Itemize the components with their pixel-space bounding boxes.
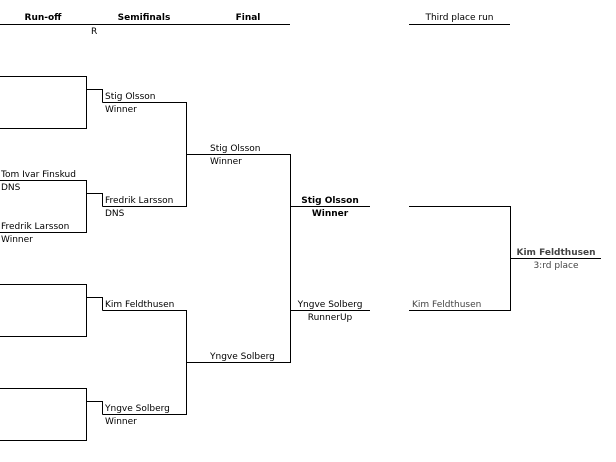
runoff-2-bottom-status: Winner: [1, 235, 33, 245]
runoff-connector-1: [86, 89, 103, 103]
semifinal-1-status: Winner: [105, 105, 137, 115]
semifinal-4-status: Winner: [105, 417, 137, 427]
semifinal-bracket-top: [102, 102, 187, 207]
third-place-result-status: 3:rd place: [533, 261, 579, 271]
semifinal-2-status: DNS: [105, 209, 125, 219]
third-place-entrant-name: Kim Feldthusen: [412, 300, 482, 310]
runnerup-name: Yngve Solberg: [297, 300, 363, 310]
final-bracket: [186, 154, 291, 363]
runoff-box-4: [0, 388, 87, 441]
runoff-2-top-name: Tom Ivar Finskud: [1, 170, 76, 180]
runoff-connector-2: [86, 193, 103, 207]
semifinal-1-name: Stig Olsson: [105, 92, 156, 102]
runoff-box-2: [0, 180, 87, 233]
third-place-bracket: [409, 206, 511, 311]
header-runoff: Run-off: [24, 13, 62, 23]
runoff-connector-4: [86, 401, 103, 415]
header-semifinals: Semifinals: [117, 13, 171, 23]
final-2-name: Yngve Solberg: [210, 352, 275, 362]
champion-name: Stig Olsson: [301, 196, 359, 206]
semifinal-bracket-bottom: [102, 310, 187, 415]
semifinal-4-name: Yngve Solberg: [105, 404, 170, 414]
r-mark: R: [91, 27, 98, 37]
semifinal-2-name: Fredrik Larsson: [105, 196, 174, 206]
runnerup-status: RunnerUp: [307, 313, 353, 323]
semifinal-3-name: Kim Feldthusen: [105, 300, 175, 310]
final-1-name: Stig Olsson: [210, 144, 261, 154]
runoff-box-1: [0, 76, 87, 129]
champion-status: Winner: [311, 209, 349, 219]
third-place-result-name: Kim Feldthusen: [516, 248, 596, 258]
runoff-connector-3: [86, 297, 103, 311]
final-1-status: Winner: [210, 157, 242, 167]
header-final: Final: [235, 13, 261, 23]
runoff-box-3: [0, 284, 87, 337]
header-third-place: Third place run: [425, 13, 494, 23]
runoff-2-bottom-name: Fredrik Larsson: [1, 222, 70, 232]
runoff-2-top-status: DNS: [1, 183, 21, 193]
